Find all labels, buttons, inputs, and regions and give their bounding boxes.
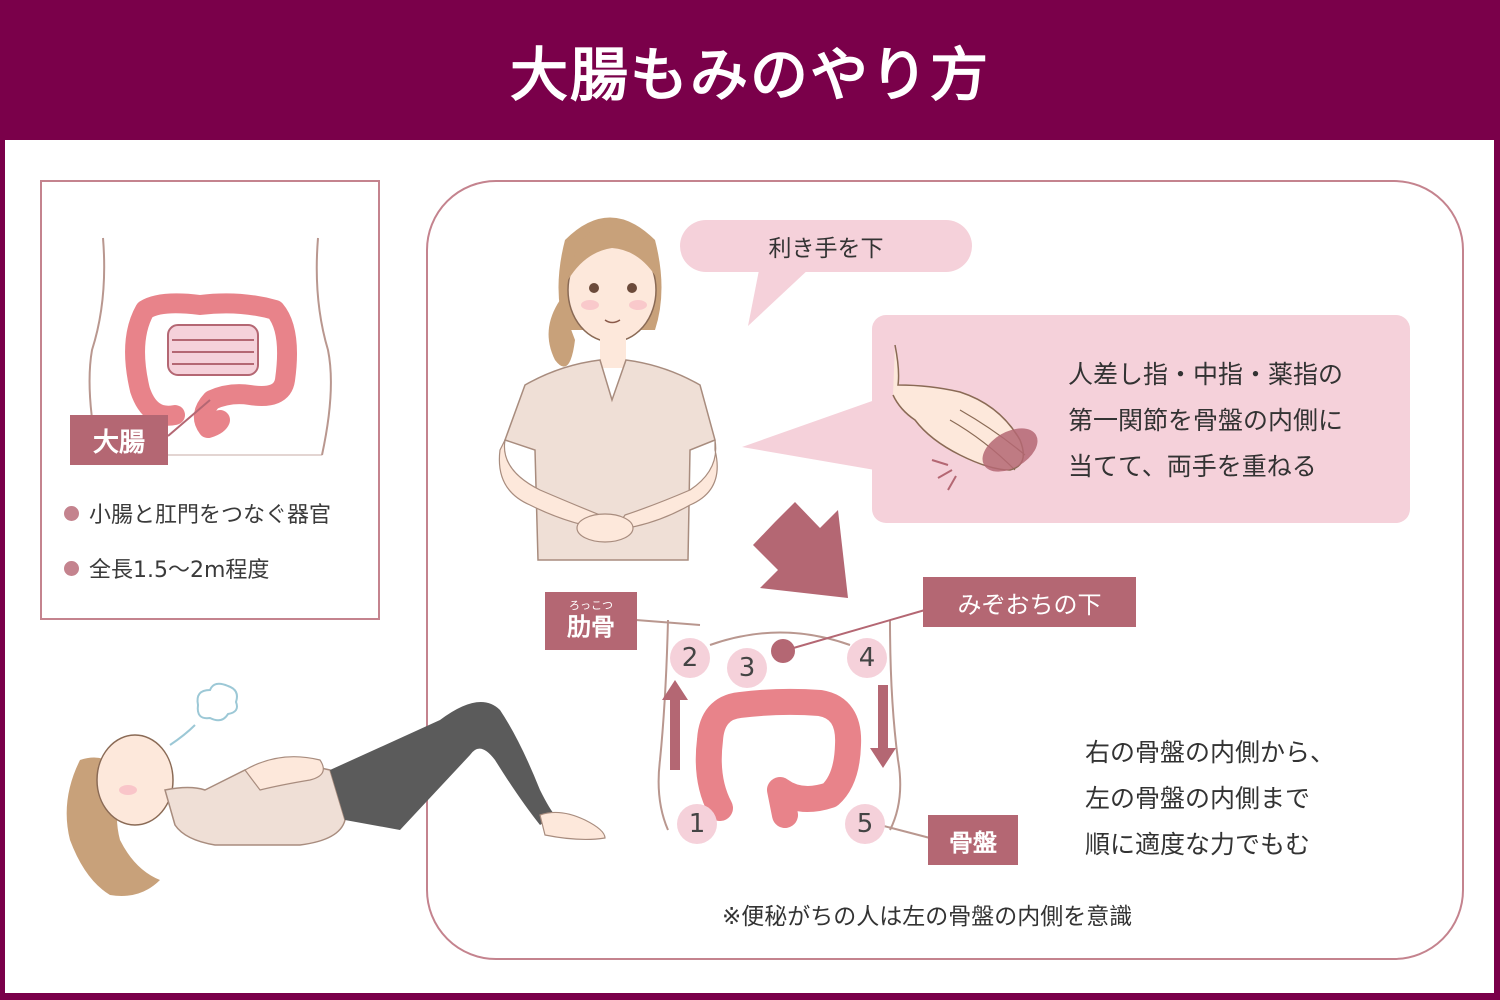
hand-instruction-line: 第一関節を骨盤の内側に [1068,406,1344,435]
step-3-marker: 3 [727,648,767,688]
step-2-marker: 2 [670,638,710,678]
info-bullet-text: 小腸と肛門をつなぐ器官 [89,503,332,528]
step-number: 2 [681,643,699,673]
step-number: 4 [858,643,876,673]
step-4-marker: 4 [847,638,887,678]
step-number: 1 [688,809,706,839]
rib-label: ろっこつ 肋骨 [545,592,637,650]
large-intestine-label-text: 大腸 [92,427,145,458]
bullet-dot-icon [64,560,79,576]
info-bullet-text: 全長1.5～2m程度 [89,558,270,583]
info-bullet-1: 小腸と肛門をつなぐ器官 [64,497,331,529]
info-bullet-2: 全長1.5～2m程度 [64,552,269,584]
large-intestine-label: 大腸 [70,415,168,465]
description-line: 左の骨盤の内側まで [1085,784,1311,813]
massage-description: 右の骨盤の内側から、 左の骨盤の内側まで 順に適度な力でもむ [1085,730,1335,868]
bullet-dot-icon [64,505,79,521]
step-1-marker: 1 [677,804,717,844]
hand-instruction-text: 人差し指・中指・薬指の 第一関節を骨盤の内側に 当てて、両手を重ねる [1068,352,1408,490]
constipation-note: ※便秘がちの人は左の骨盤の内側を意識 [722,904,1133,930]
description-line: 右の骨盤の内側から、 [1085,738,1336,767]
hand-instruction-line: 人差し指・中指・薬指の [1068,360,1344,389]
dominant-hand-text: 利き手を下 [768,236,884,262]
description-line: 順に適度な力でもむ [1085,830,1311,859]
pelvis-text: 骨盤 [949,828,997,857]
solar-plexus-label: みぞおちの下 [923,577,1136,627]
rib-text: 肋骨 [567,613,615,641]
solar-plexus-text: みぞおちの下 [957,590,1102,619]
hand-instruction-line: 当てて、両手を重ねる [1068,452,1317,481]
header-bar: 大腸もみのやり方 [0,0,1500,140]
step-number: 5 [856,809,874,839]
rib-ruby-text: ろっこつ [569,599,613,612]
step-5-marker: 5 [845,804,885,844]
pelvis-label: 骨盤 [928,815,1018,865]
dominant-hand-bubble: 利き手を下 [680,220,972,272]
page-title: 大腸もみのやり方 [509,41,990,109]
step-number: 3 [738,653,756,683]
